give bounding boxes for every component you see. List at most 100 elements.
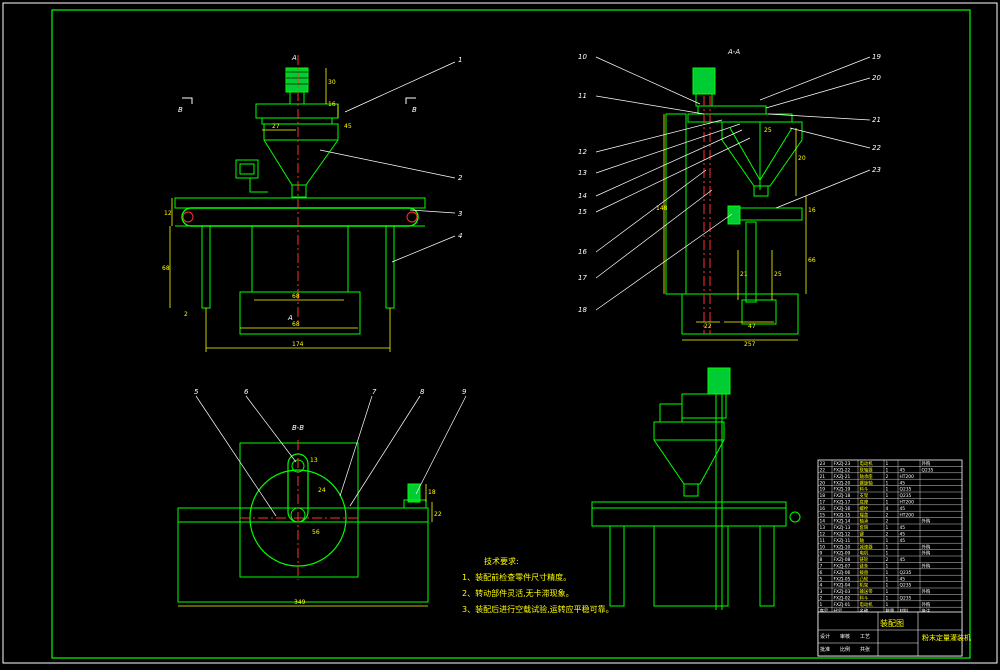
- bom-cell: 1: [886, 500, 889, 506]
- bom-cell: FXZJ-11: [834, 538, 851, 544]
- title-footer-label: 比例: [840, 646, 850, 653]
- callout-1: 1: [458, 56, 462, 64]
- bom-cell: FXZJ-02: [834, 596, 851, 602]
- bom-cell: 1: [886, 544, 889, 550]
- dim-front-inner2: 68: [292, 321, 300, 328]
- bom-cell: 9: [820, 551, 823, 557]
- callout-6: 6: [244, 388, 249, 396]
- callout-19: 19: [872, 53, 881, 61]
- bom-cell: FXZJ-03: [834, 589, 851, 595]
- bom-cell: Q235: [900, 596, 912, 602]
- callout-22: 22: [872, 144, 881, 152]
- callout-18: 18: [578, 306, 587, 314]
- dim-bb-wheel-3: 56: [312, 529, 320, 536]
- dim-aa-small: 16: [808, 207, 816, 214]
- bom-cell: FXZJ-06: [834, 570, 851, 576]
- bom-cell: Q235: [900, 487, 912, 493]
- dim-front-inner: 68: [292, 293, 300, 300]
- dim-bb-wheel-1: 13: [310, 457, 318, 464]
- dim-aa-base-total: 257: [744, 341, 756, 348]
- callout-12: 12: [578, 148, 587, 156]
- dim-aa-right-lower: 66: [808, 257, 816, 264]
- dim-front-top-h: 30: [328, 79, 336, 86]
- bom-cell: 1: [886, 576, 889, 582]
- bom-cell: HT200: [900, 500, 915, 506]
- dim-bb-wheel-2: 24: [318, 487, 326, 494]
- bom-cell: 联轴器: [860, 467, 874, 474]
- cut-a-bottom: A: [287, 314, 293, 322]
- callout-9: 9: [462, 388, 467, 396]
- bom-cell: FXZJ-07: [834, 564, 851, 570]
- bom-cell: 链轮: [860, 556, 869, 563]
- bom-cell: 1: [886, 538, 889, 544]
- dim-aa-hopper: 25: [764, 127, 772, 134]
- notes-line-1: 1、装配前检查零件尺寸精度。: [462, 572, 571, 582]
- bom-cell: 1: [886, 551, 889, 557]
- bom-cell: 8: [820, 557, 823, 563]
- bom-cell: FXZJ-20: [834, 480, 851, 486]
- dim-aa-base-b: 47: [748, 323, 756, 330]
- bom-cell: FXZJ-14: [834, 519, 851, 525]
- dim-bb-motor-w: 22: [434, 511, 442, 518]
- bom-cell: 1: [886, 570, 889, 576]
- bom-cell: 螺旋轴: [860, 479, 874, 486]
- bom-cell: 1: [886, 583, 889, 589]
- bom-cell: 外购: [922, 460, 931, 467]
- title-footer-label: 工艺: [860, 634, 870, 640]
- bom-cell: 2: [886, 557, 889, 563]
- dim-front-overall: 174: [292, 341, 304, 348]
- dim-aa-right-upper: 20: [798, 155, 806, 162]
- bom-cell: 外购: [922, 601, 931, 608]
- bom-cell: FXZJ-18: [834, 493, 851, 499]
- bom-cell: Q235: [900, 570, 912, 576]
- title-footer: 设计审核工艺批准比例共张: [820, 633, 870, 653]
- cut-b-right: B: [412, 106, 417, 114]
- bom-cell: 外购: [922, 550, 931, 557]
- bom-cell: 外购: [922, 563, 931, 570]
- bom-header-cell: 数量: [886, 607, 895, 614]
- bom-cell: FXZJ-15: [834, 512, 851, 518]
- section-aa-label: A-A: [727, 48, 740, 56]
- callout-17: 17: [578, 274, 587, 282]
- bom-cell: 输送带: [860, 588, 874, 595]
- bom-cell: 45: [900, 538, 906, 544]
- dim-front-foot: 2: [184, 311, 188, 318]
- bom-cell: 5: [820, 576, 823, 582]
- callout-10: 10: [578, 53, 587, 61]
- bom-cell: 19: [820, 487, 826, 493]
- callout-2: 2: [458, 174, 463, 182]
- bom-cell: HT200: [900, 474, 915, 480]
- title-footer-label: 审核: [840, 633, 850, 640]
- bom-cell: 1: [886, 487, 889, 493]
- bom-cell: 17: [820, 500, 826, 506]
- bom-cell: Q235: [900, 583, 912, 589]
- bom-cell: 21: [820, 474, 826, 480]
- drawing-name: 装配图: [880, 618, 904, 628]
- bom-cell: 1: [886, 480, 889, 486]
- bom-cell: 外购: [922, 588, 931, 595]
- callout-20: 20: [872, 74, 881, 82]
- bom-cell: FXZJ-23: [834, 461, 851, 467]
- bom-cell: 料斗: [860, 486, 869, 493]
- bom-cell: 45: [900, 576, 906, 582]
- callout-16: 16: [578, 248, 587, 256]
- callout-15: 15: [578, 208, 587, 216]
- bom-cell: 轴承座: [860, 473, 874, 480]
- callout-4: 4: [458, 232, 462, 240]
- bom-cell: 45: [900, 525, 906, 531]
- bom-cell: 电动机: [860, 601, 874, 608]
- bom-cell: HT200: [900, 512, 915, 518]
- dim-aa-height: 148: [656, 205, 668, 212]
- bom-cell: 7: [820, 564, 823, 570]
- callout-7: 7: [372, 388, 377, 396]
- bom-cell: FXZJ-21: [834, 474, 851, 480]
- bom-cell: 轴: [860, 537, 865, 544]
- cut-b-left: B: [178, 106, 183, 114]
- bom-cell: 45: [900, 557, 906, 563]
- section-bb-label: B-B: [292, 424, 304, 432]
- iso-motor-icon: [707, 367, 731, 395]
